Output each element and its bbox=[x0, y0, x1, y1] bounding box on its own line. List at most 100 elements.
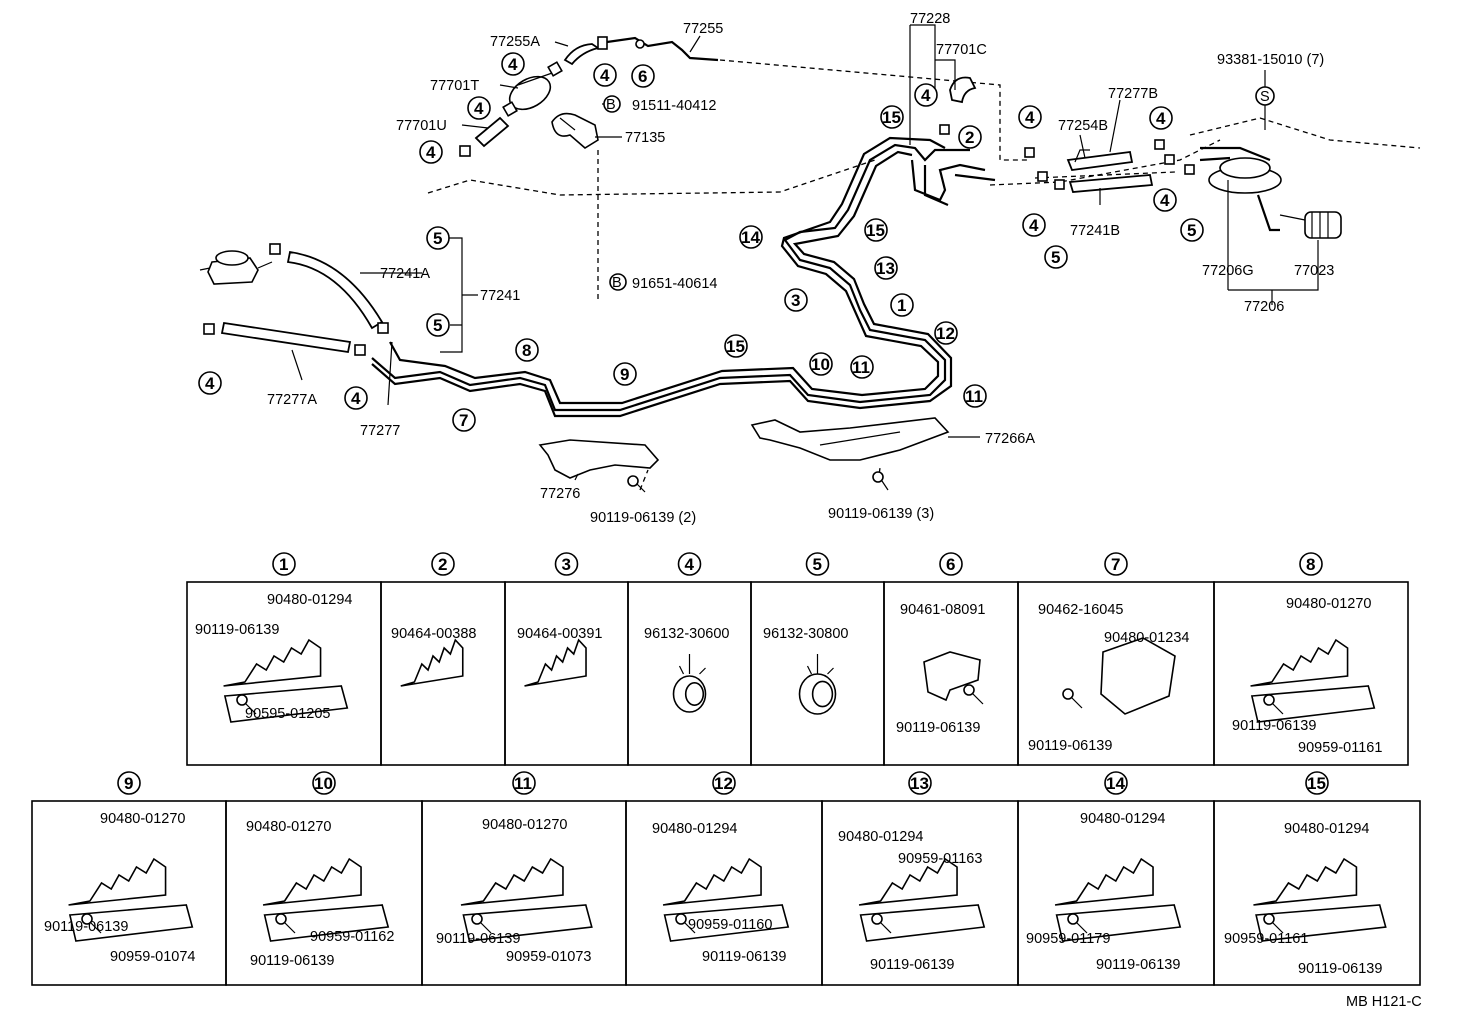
panel-number: 12 bbox=[714, 774, 733, 793]
callout-13: 13 bbox=[876, 259, 895, 278]
label-90119-06139-3: 90119-06139 (3) bbox=[828, 506, 934, 522]
callout-15: 15 bbox=[866, 221, 885, 240]
bolts bbox=[627, 471, 889, 493]
callout-5: 5 bbox=[433, 316, 442, 335]
letter-b-marker: B bbox=[606, 97, 616, 113]
callout-4: 4 bbox=[1156, 109, 1166, 128]
callout-15: 15 bbox=[726, 337, 745, 356]
panel-number-circle bbox=[805, 552, 830, 576]
panel-number-circle bbox=[431, 552, 455, 576]
panel-part-number: 90480-01294 bbox=[267, 592, 352, 608]
panel-number: 7 bbox=[1111, 555, 1120, 574]
fuel-tube-bundle bbox=[371, 136, 996, 418]
callout-11: 11 bbox=[852, 358, 870, 377]
assembly-drawing: 77255A 77255 77701T 77701U 91511-40412 7… bbox=[198, 11, 1421, 526]
label-77206G: 77206G bbox=[1202, 263, 1254, 279]
diagram-code: MB H121-C bbox=[1346, 994, 1422, 1010]
panel-part-number: 90959-01074 bbox=[110, 949, 195, 965]
callout-3: 3 bbox=[791, 291, 800, 310]
callout-8: 8 bbox=[522, 341, 531, 360]
panel-number-circle bbox=[712, 771, 736, 795]
panel-number: 4 bbox=[685, 555, 695, 574]
panel-part-number: 90959-01162 bbox=[310, 929, 394, 945]
panel-part-number: 90480-01294 bbox=[652, 821, 737, 837]
panel-part-number: 90119-06139 bbox=[1232, 718, 1316, 734]
label-77276: 77276 bbox=[540, 486, 580, 502]
panel-part-number: 90119-06139 bbox=[870, 957, 954, 973]
callout-4: 4 bbox=[1029, 216, 1039, 235]
label-77023: 77023 bbox=[1294, 263, 1334, 279]
dashed-guide-lines bbox=[427, 59, 1421, 491]
brackets bbox=[538, 417, 950, 479]
panel-part-number: 90959-01161 bbox=[1224, 931, 1308, 947]
panel-number: 5 bbox=[813, 555, 822, 574]
panel-number: 13 bbox=[910, 774, 929, 793]
callout-11: 11 bbox=[965, 387, 983, 406]
panel-number: 14 bbox=[1106, 774, 1125, 793]
label-77255: 77255 bbox=[683, 21, 723, 37]
callout-4: 4 bbox=[600, 66, 610, 85]
panel-number-circle bbox=[939, 552, 963, 576]
panel-part-number: 90959-01161 bbox=[1298, 740, 1382, 756]
callout-5: 5 bbox=[433, 229, 442, 248]
panel-number: 10 bbox=[314, 774, 333, 793]
panel-part-number: 90480-01270 bbox=[246, 819, 331, 835]
callout-4: 4 bbox=[921, 86, 931, 105]
detail-panel-4: 4 96132-30600 bbox=[627, 552, 752, 766]
label-77277A: 77277A bbox=[267, 392, 317, 408]
panel-number-circle bbox=[512, 771, 536, 795]
fuel-pump-group bbox=[939, 76, 1342, 239]
panel-number: 3 bbox=[562, 555, 571, 574]
detail-panels: 190480-0129490119-0613990595-01205290464… bbox=[31, 552, 1421, 986]
panel-number-circle bbox=[1104, 552, 1128, 576]
panel-part-number: 90119-06139 bbox=[1028, 738, 1112, 754]
callout-4: 4 bbox=[508, 55, 518, 74]
panel-number: 6 bbox=[946, 555, 955, 574]
label-77255A: 77255A bbox=[490, 34, 540, 50]
panel-part-number: 90959-01179 bbox=[1026, 931, 1110, 947]
panel-number: 2 bbox=[438, 555, 447, 574]
label-77701C: 77701C bbox=[936, 42, 987, 58]
panel-part-number: 96132-30600 bbox=[644, 626, 729, 642]
label-77241A: 77241A bbox=[380, 266, 430, 282]
label-77701U: 77701U bbox=[396, 118, 447, 134]
label-77135: 77135 bbox=[625, 130, 665, 146]
label-91511-40412: 91511-40412 bbox=[632, 98, 716, 114]
panel-part-number: 90480-01294 bbox=[1080, 811, 1165, 827]
left-filter-group bbox=[199, 243, 389, 356]
panel-frame bbox=[1213, 800, 1421, 986]
panel-part-number: 90480-01270 bbox=[482, 817, 567, 833]
panel-number-circle bbox=[1104, 771, 1128, 795]
letter-markers: B B S bbox=[603, 86, 1275, 291]
panel-number-circle bbox=[554, 552, 579, 576]
label-77277B: 77277B bbox=[1108, 86, 1158, 102]
label-77701T: 77701T bbox=[430, 78, 479, 94]
panel-number-circle bbox=[1305, 771, 1329, 795]
panel-number-circle bbox=[272, 552, 296, 576]
callout-9: 9 bbox=[620, 365, 629, 384]
panel-number: 1 bbox=[279, 555, 288, 574]
panel-part-number: 90119-06139 bbox=[1298, 961, 1382, 977]
panel-number-circle bbox=[677, 552, 702, 576]
callout-7: 7 bbox=[459, 411, 468, 430]
panel-frame bbox=[1213, 581, 1409, 766]
fuel-filter-group bbox=[459, 36, 719, 157]
panel-part-number: 90464-00388 bbox=[391, 626, 476, 642]
assembly-number-callouts: 4 4 6 4 4 4 15 2 4 4 4 4 5 5 15 14 13 3 … bbox=[198, 52, 1204, 432]
panel-part-number: 90119-06139 bbox=[436, 931, 520, 947]
label-77241B: 77241B bbox=[1070, 223, 1120, 239]
panel-part-number: 90462-16045 bbox=[1038, 602, 1123, 618]
panel-part-number: 90959-01160 bbox=[688, 917, 772, 933]
label-77254B: 77254B bbox=[1058, 118, 1108, 134]
panel-part-number: 90480-01294 bbox=[1284, 821, 1369, 837]
callout-14: 14 bbox=[741, 228, 760, 247]
panel-number-circle bbox=[1299, 552, 1323, 576]
label-77277: 77277 bbox=[360, 423, 400, 439]
